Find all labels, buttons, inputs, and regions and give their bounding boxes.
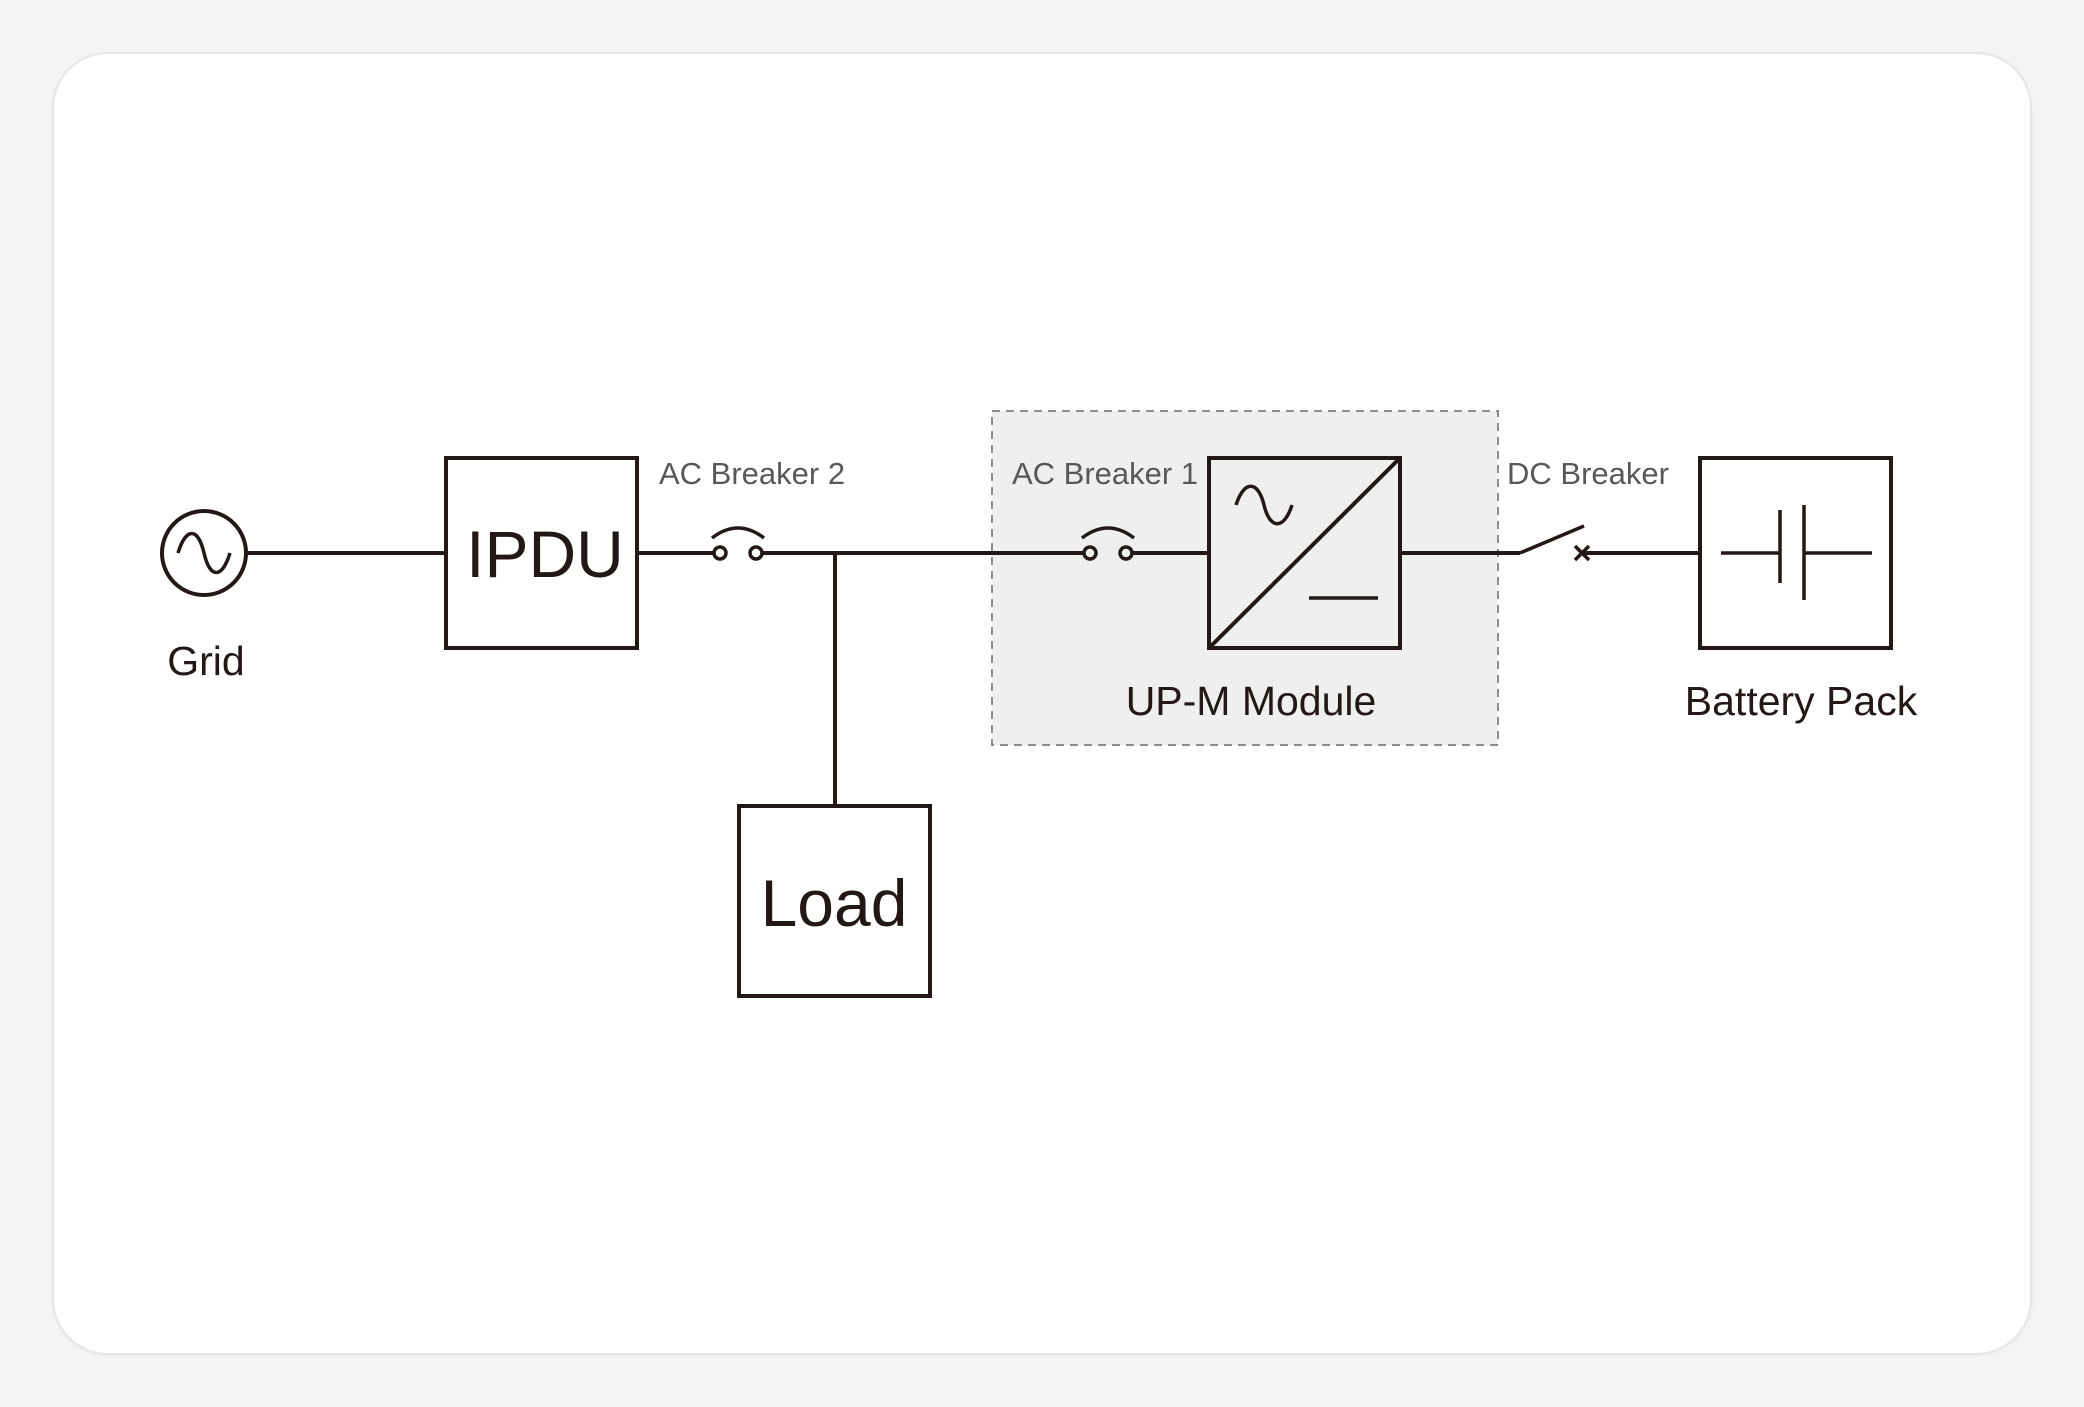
load-box <box>737 804 932 998</box>
grid-label: Grid <box>167 638 244 684</box>
ipdu-label: IPDU <box>466 517 624 591</box>
dc-breaker-icon <box>1519 524 1591 562</box>
battery-pack-label: Battery Pack <box>1685 678 1918 724</box>
load-label: Load <box>761 866 908 940</box>
battery-icon <box>1698 456 1893 650</box>
ac-breaker-1-icon <box>1080 526 1136 561</box>
grid-source-icon <box>160 509 248 597</box>
upm-module-region <box>991 410 1499 746</box>
ac-breaker-2-icon <box>710 526 766 561</box>
upm-module-label: UP-M Module <box>1126 678 1377 724</box>
ac-breaker-2-label: AC Breaker 2 <box>659 456 845 491</box>
dc-breaker-label: DC Breaker <box>1507 456 1669 491</box>
ac-breaker-1-label: AC Breaker 1 <box>1012 456 1198 491</box>
